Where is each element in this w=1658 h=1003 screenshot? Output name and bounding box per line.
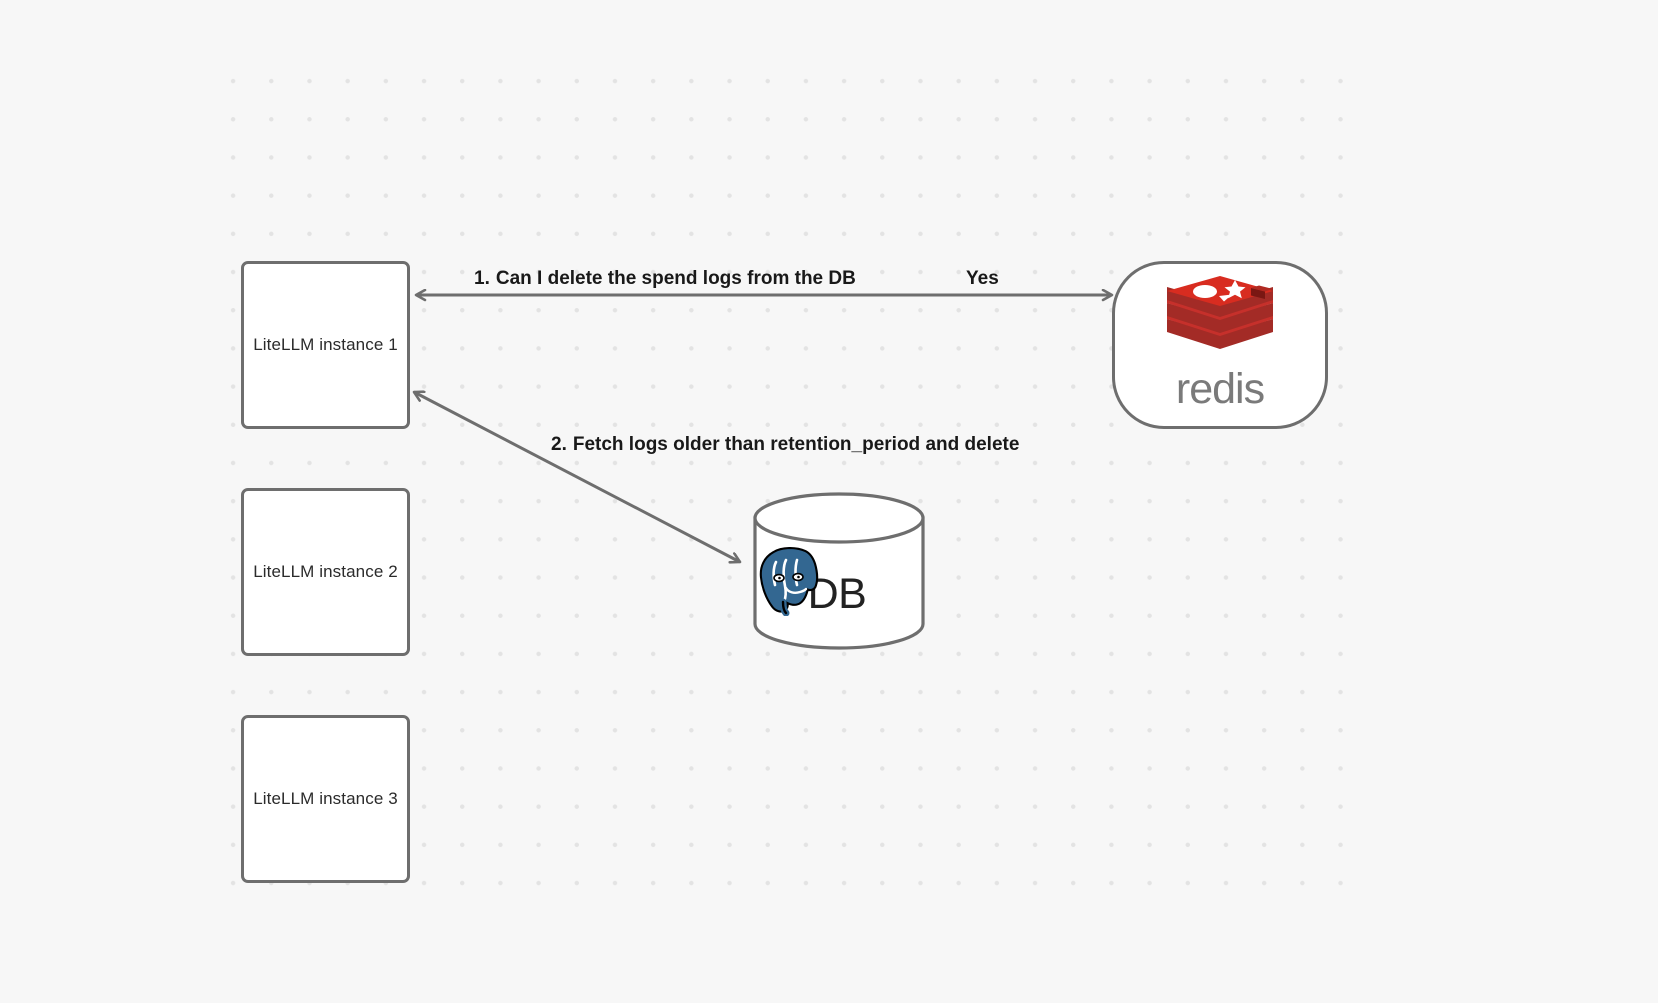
edge-label-step-1-reply: Yes bbox=[966, 268, 999, 290]
node-litellm-instance-2-label: LiteLLM instance 2 bbox=[253, 562, 398, 581]
node-litellm-instance-1[interactable]: LiteLLM instance 1 bbox=[241, 261, 410, 429]
node-redis[interactable]: redis bbox=[1112, 261, 1328, 429]
redis-wordmark: redis bbox=[1175, 364, 1265, 413]
node-litellm-instance-3[interactable]: LiteLLM instance 3 bbox=[241, 715, 410, 883]
node-litellm-instance-2[interactable]: LiteLLM instance 2 bbox=[241, 488, 410, 656]
edge-label-step-1-number: 1. bbox=[474, 268, 490, 289]
edge-label-step-2-number: 2. bbox=[551, 434, 567, 455]
edge-label-step-2: 2.Fetch logs older than retention_period… bbox=[551, 434, 1019, 456]
database-label-group: DB bbox=[752, 544, 926, 644]
edge-label-step-2-text: Fetch logs older than retention_period a… bbox=[572, 434, 1020, 455]
node-database[interactable]: DB bbox=[752, 492, 926, 650]
node-litellm-instance-3-label: LiteLLM instance 3 bbox=[253, 789, 398, 808]
node-litellm-instance-1-label: LiteLLM instance 1 bbox=[253, 335, 398, 354]
edge-label-step-1-text: Can I delete the spend logs from the DB bbox=[495, 268, 856, 289]
postgresql-elephant-icon bbox=[759, 547, 819, 616]
edge-instance1-db-line bbox=[414, 392, 740, 562]
edge-instance1-db[interactable] bbox=[414, 392, 740, 562]
edge-label-step-1-reply-text: Yes bbox=[966, 268, 999, 289]
redis-logo-icon bbox=[1167, 275, 1273, 349]
edge-label-step-1: 1.Can I delete the spend logs from the D… bbox=[474, 268, 856, 290]
